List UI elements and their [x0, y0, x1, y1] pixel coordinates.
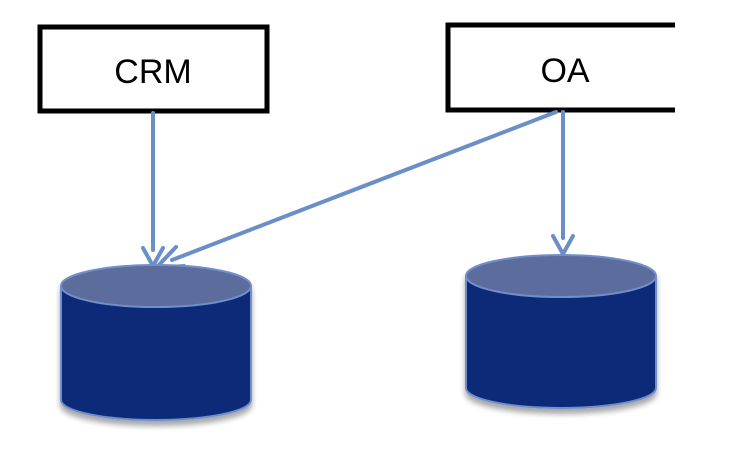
database-right-cylinder: [465, 254, 657, 409]
crm-system-box: CRM: [37, 24, 270, 114]
database-left-cylinder: [60, 264, 252, 421]
database-left-body: [60, 285, 252, 421]
database-left-top: [60, 264, 252, 308]
crm-box-label: CRM: [114, 53, 191, 91]
connector-arrows: [141, 110, 575, 271]
oa-box-frame: [445, 22, 675, 113]
database-right-body: [465, 275, 657, 409]
crm-box-frame: [37, 24, 270, 114]
oa-box-label: OA: [540, 52, 589, 90]
arrow-oa-to-left-db: [170, 110, 558, 262]
arrowhead-oa-right-db: [551, 234, 575, 259]
database-right-top: [465, 254, 657, 298]
oa-system-box: OA: [445, 22, 675, 113]
